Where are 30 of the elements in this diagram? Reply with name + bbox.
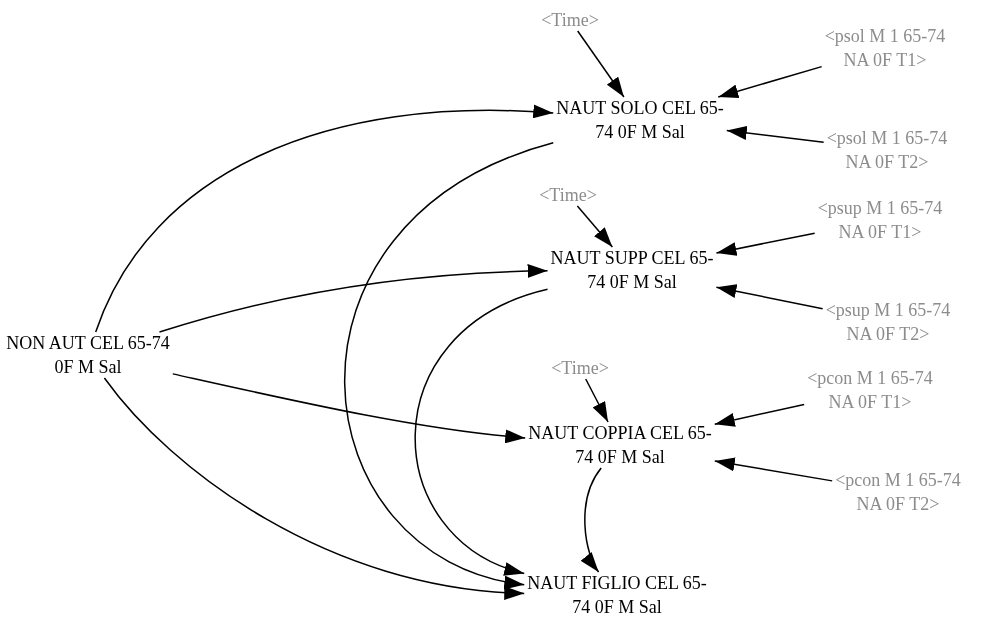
node-label: NON AUT CEL 65-74 0F M Sal: [3, 331, 173, 379]
node-label: <psol M 1 65-74 NA 0F T2>: [812, 126, 962, 174]
node-label: <psup M 1 65-74 NA 0F T1>: [805, 196, 955, 244]
node-label: <psup M 1 65-74 NA 0F T2>: [813, 298, 963, 346]
arrow: [715, 284, 824, 310]
arrow: [726, 126, 825, 144]
node-label: NAUT SUPP CEL 65-74 0F M Sal: [547, 246, 717, 294]
arrow: [343, 142, 554, 587]
node-label: <Time>: [530, 8, 610, 32]
node-label: NAUT COPPIA CEL 65-74 0F M Sal: [520, 421, 720, 469]
node-label: <Time>: [528, 183, 608, 207]
node-label: <psol M 1 65-74 NA 0F T1>: [810, 24, 960, 72]
arrow: [576, 30, 625, 98]
arrow: [158, 264, 549, 333]
node-label: <Time>: [540, 356, 620, 380]
arrow: [414, 288, 549, 575]
arrow: [715, 232, 816, 256]
arrow: [584, 378, 609, 423]
arrow: [94, 105, 554, 333]
node-label: NAUT FIGLIO CEL 65-74 0F M Sal: [527, 571, 707, 619]
node-label: NAUT SOLO CEL 65-74 0F M Sal: [555, 96, 725, 144]
arrow: [172, 373, 526, 444]
arrow: [576, 205, 614, 248]
arrow: [717, 65, 823, 99]
node-label: <pcon M 1 65-74 NA 0F T1>: [795, 366, 945, 414]
arrow: [103, 377, 525, 600]
arrow: [714, 403, 805, 427]
arrow: [581, 467, 602, 573]
arrow: [714, 457, 833, 482]
node-label: <pcon M 1 65-74 NA 0F T2>: [823, 468, 973, 516]
